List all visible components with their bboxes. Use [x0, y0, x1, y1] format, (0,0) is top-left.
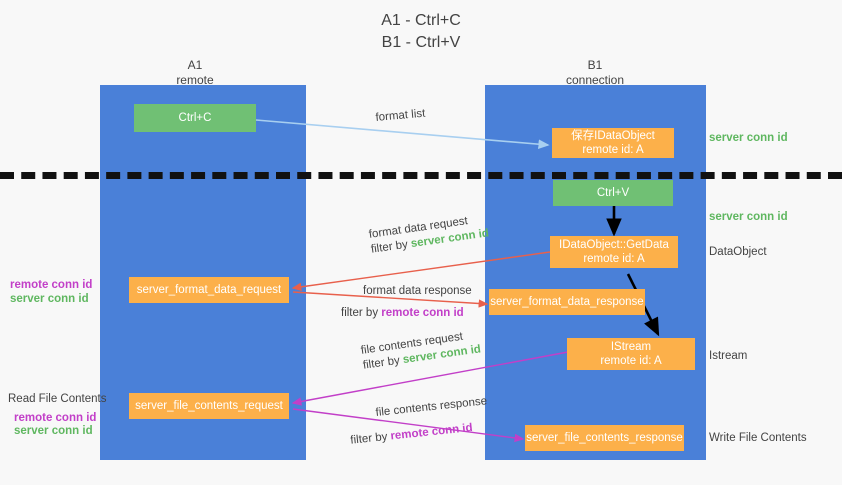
box-save-idataobject-line2: remote id: A	[582, 144, 644, 156]
filter-key-remote-conn-id: remote conn id	[381, 307, 464, 319]
edge-label-format-data-response: format data response filter by remote co…	[341, 284, 472, 321]
column-header-b1: B1 connection	[520, 58, 670, 88]
edge-format-data-response-filter: filter by remote conn id	[341, 306, 472, 321]
box-server-file-contents-response[interactable]: server_file_contents_response	[525, 425, 684, 451]
edge-label-format-data-request: format data request filter by server con…	[368, 211, 490, 257]
box-server-file-contents-request-label: server_file_contents_request	[135, 400, 283, 412]
box-server-format-data-request[interactable]: server_format_data_request	[129, 277, 289, 303]
phase-divider	[0, 172, 842, 179]
title-line-2: B1 - Ctrl+V	[381, 34, 461, 51]
edge-label-file-contents-request: file contents request filter by server c…	[360, 327, 482, 373]
filter-prefix: filter by	[370, 238, 412, 256]
box-getdata-line2: remote id: A	[583, 253, 645, 265]
filter-prefix: filter by	[362, 354, 404, 372]
box-ctrl-v-label: Ctrl+V	[596, 187, 630, 199]
column-a1-role: remote	[176, 73, 214, 87]
box-server-format-data-request-label: server_format_data_request	[136, 284, 282, 296]
box-ctrl-c[interactable]: Ctrl+C	[134, 104, 256, 132]
box-ctrl-v[interactable]: Ctrl+V	[553, 180, 673, 206]
edge-file-contents-response-line1: file contents response	[375, 395, 488, 419]
label-server-conn-id-left-bottom: server conn id	[14, 425, 93, 437]
label-istream: Istream	[709, 350, 748, 362]
label-dataobject: DataObject	[709, 246, 767, 258]
label-server-conn-id-top: server conn id	[709, 132, 788, 144]
box-istream[interactable]: IStream remote id: A	[567, 338, 695, 370]
filter-key-remote-conn-id: remote conn id	[389, 421, 474, 443]
column-header-a1: A1 remote	[120, 58, 270, 88]
box-server-file-contents-response-label: server_file_contents_response	[526, 432, 683, 444]
label-read-file-contents: Read File Contents	[8, 393, 107, 405]
page-title: A1 - Ctrl+C B1 - Ctrl+V	[0, 10, 842, 54]
title-line-1: A1 - Ctrl+C	[381, 12, 461, 29]
box-server-format-data-response[interactable]: server_format_data_response	[489, 289, 645, 315]
column-a1-name: A1	[187, 58, 203, 72]
box-istream-line2: remote id: A	[600, 355, 662, 367]
filter-prefix: filter by	[341, 307, 382, 319]
label-remote-conn-id-bottom: remote conn id	[14, 412, 97, 424]
edge-file-contents-response-filter: filter by remote conn id	[350, 419, 491, 449]
label-server-conn-id-left-top: server conn id	[10, 293, 89, 305]
label-write-file-contents: Write File Contents	[709, 432, 807, 444]
edge-label-file-contents-response: file contents response filter by remote …	[350, 394, 490, 446]
label-server-conn-id-second: server conn id	[709, 211, 788, 223]
box-server-format-data-response-label: server_format_data_response	[490, 296, 644, 308]
column-b1-name: B1	[587, 58, 603, 72]
box-server-file-contents-request[interactable]: server_file_contents_request	[129, 393, 289, 419]
box-istream-line1: IStream	[610, 341, 652, 353]
box-idataobject-getdata[interactable]: IDataObject::GetData remote id: A	[550, 236, 678, 268]
edge-label-format-list: format list	[375, 107, 426, 124]
box-save-idataobject-line1: 保存IDataObject	[571, 130, 655, 142]
edge-format-data-response-line1: format data response	[363, 285, 472, 297]
box-getdata-line1: IDataObject::GetData	[559, 239, 669, 251]
box-save-idataobject[interactable]: 保存IDataObject remote id: A	[552, 128, 674, 158]
box-ctrl-c-label: Ctrl+C	[178, 112, 212, 124]
filter-prefix: filter by	[349, 430, 392, 447]
column-b1-role: connection	[565, 73, 625, 87]
label-remote-conn-id-top: remote conn id	[10, 279, 93, 291]
